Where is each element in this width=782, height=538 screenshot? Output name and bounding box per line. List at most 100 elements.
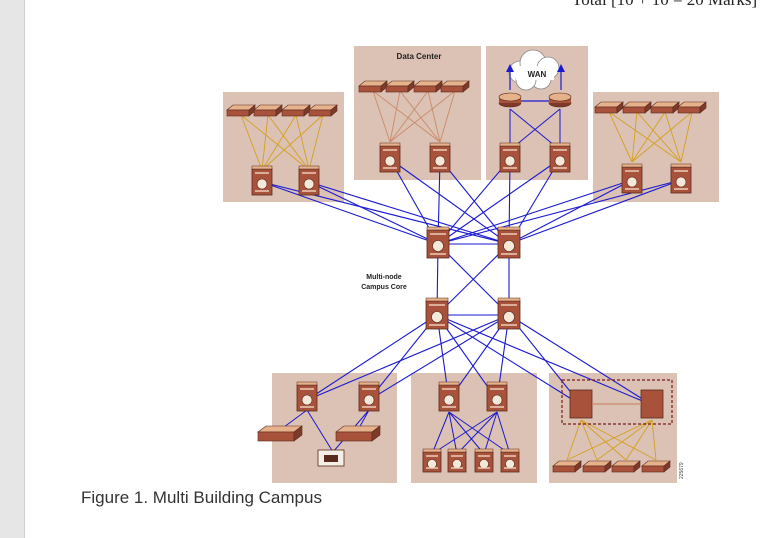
access-switch xyxy=(500,448,520,473)
access-switch xyxy=(641,460,671,473)
network-link xyxy=(580,419,598,461)
distribution-switch xyxy=(438,381,460,412)
network-link xyxy=(483,411,498,455)
distribution-switch xyxy=(296,381,318,412)
access-switch xyxy=(358,80,388,93)
distribution-switch xyxy=(621,163,643,194)
access-switch xyxy=(385,80,415,93)
network-link xyxy=(566,419,653,461)
core-switch xyxy=(425,297,449,330)
network-link xyxy=(580,419,657,461)
access-switch xyxy=(611,460,641,473)
access-switch xyxy=(552,460,582,473)
distribution-switch xyxy=(486,381,508,412)
network-link xyxy=(308,181,439,245)
network-link xyxy=(261,114,269,171)
server-device xyxy=(317,449,345,467)
network-link xyxy=(680,111,693,163)
network-link xyxy=(306,409,334,453)
network-link xyxy=(631,111,638,163)
wan-router xyxy=(498,92,522,108)
distribution-switch xyxy=(251,165,273,196)
network-link xyxy=(427,90,441,143)
stackable-switches xyxy=(257,425,381,442)
figure-id: 225679 xyxy=(679,462,685,479)
network-link xyxy=(448,411,511,455)
network-link xyxy=(437,179,682,245)
network-link xyxy=(439,90,456,143)
distribution-switch xyxy=(499,142,521,173)
network-link xyxy=(372,90,441,143)
network-link xyxy=(306,314,438,401)
network-link xyxy=(431,411,450,455)
access-switch xyxy=(253,104,283,117)
network-link xyxy=(389,158,510,245)
network-link xyxy=(240,114,263,171)
network-link xyxy=(389,90,429,143)
access-switch xyxy=(422,448,442,473)
network-link xyxy=(448,411,485,455)
distribution-switch xyxy=(379,142,401,173)
access-switch xyxy=(677,101,707,114)
network-link xyxy=(295,114,310,171)
network-link xyxy=(508,179,633,245)
access-switch xyxy=(594,101,624,114)
access-switch xyxy=(281,104,311,117)
wan-cloud xyxy=(506,49,565,91)
network-link xyxy=(448,411,458,455)
network-link xyxy=(596,419,653,461)
network-link xyxy=(437,158,511,245)
distribution-switch xyxy=(358,381,380,412)
network-link xyxy=(631,111,666,163)
figure-caption: Figure 1. Multi Building Campus xyxy=(81,488,322,507)
network-link xyxy=(368,314,510,401)
core-label-line2: Campus Core xyxy=(361,284,407,291)
access-switch xyxy=(582,460,612,473)
network-link xyxy=(437,158,561,245)
network-link xyxy=(261,114,324,171)
access-switch xyxy=(413,80,443,93)
access-switch xyxy=(226,104,256,117)
network-link xyxy=(267,114,310,171)
distribution-switch xyxy=(298,165,320,196)
network-link xyxy=(431,411,498,455)
distribution-switch xyxy=(429,142,451,173)
network-link xyxy=(308,181,510,245)
core-switch xyxy=(426,226,450,259)
network-link xyxy=(608,111,682,163)
wan-router xyxy=(548,92,572,108)
network-link xyxy=(306,314,510,401)
core-switch xyxy=(497,226,521,259)
network-link xyxy=(436,314,582,406)
network-link xyxy=(436,243,510,316)
access-switch xyxy=(447,448,467,473)
access-switch xyxy=(308,104,338,117)
access-switch xyxy=(474,448,494,473)
data-center-label: Data Center xyxy=(397,52,442,61)
network-link xyxy=(308,114,324,171)
network-link xyxy=(508,179,682,245)
access-switch xyxy=(622,101,652,114)
network-link xyxy=(399,90,441,143)
network-link xyxy=(437,179,633,245)
network-link xyxy=(261,114,297,171)
access-switch xyxy=(440,80,470,93)
network-link xyxy=(608,111,633,163)
network-link xyxy=(389,90,456,143)
network-link xyxy=(496,411,511,455)
core-switch xyxy=(497,297,521,330)
network-link xyxy=(456,411,498,455)
network-link xyxy=(436,314,653,406)
network-link xyxy=(631,111,693,163)
network-link xyxy=(566,419,582,461)
access-switch xyxy=(650,101,680,114)
network-link xyxy=(636,111,682,163)
wan-label: WAN xyxy=(528,70,547,79)
distribution-switch xyxy=(549,142,571,173)
network-link xyxy=(240,114,310,171)
total-marks-text: Total [10 + 10 = 20 Marks] xyxy=(572,0,757,10)
network-link xyxy=(261,181,439,245)
network-link xyxy=(664,111,682,163)
document-left-margin xyxy=(0,0,25,538)
